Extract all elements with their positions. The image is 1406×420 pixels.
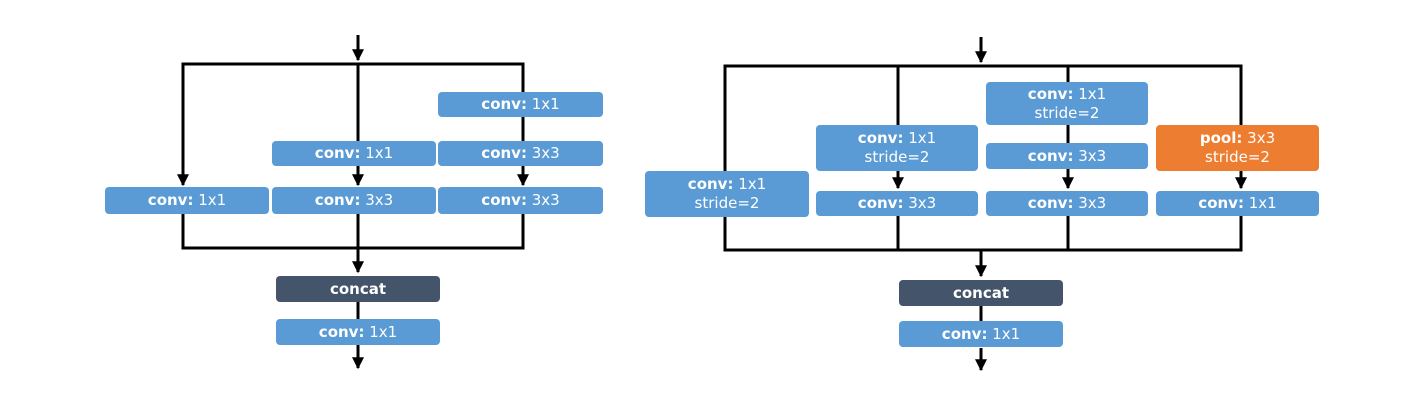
- kernel-label: 1x1: [1078, 84, 1107, 103]
- stride-label: stride=2: [694, 194, 760, 212]
- kernel-label: 3x3: [1078, 194, 1107, 212]
- kernel-label: 3x3: [1247, 129, 1276, 147]
- kernel-label: 1x1: [1248, 194, 1277, 212]
- left-split-line: [181, 62, 525, 80]
- kernel-label: 1x1: [738, 175, 767, 193]
- op-label: conv:: [481, 95, 527, 113]
- concat-label: concat: [952, 283, 1010, 302]
- left-branch3-conv-3x3-a: conv: 3x3: [438, 141, 603, 166]
- right-branch4-conv-1x1: conv: 1x1: [1156, 191, 1319, 216]
- op-label: conv:: [314, 191, 361, 209]
- op-label: conv:: [318, 322, 365, 341]
- op-label: conv:: [1027, 84, 1074, 103]
- kernel-label: 1x1: [369, 322, 398, 341]
- kernel-label: 1x1: [908, 129, 937, 147]
- right-branch3-conv-3x3-a: conv: 3x3: [986, 143, 1148, 169]
- kernel-label: 1x1: [198, 191, 227, 209]
- left-branch1-conv-1x1: conv: 1x1: [105, 187, 269, 214]
- op-label: conv:: [857, 194, 904, 212]
- right-branch1-conv-1x1-stride2: conv: 1x1 stride=2: [645, 171, 809, 217]
- right-merge-line: [723, 200, 1243, 252]
- right-branch2-conv-1x1-stride2: conv: 1x1 stride=2: [816, 125, 978, 171]
- left-merge-line: [181, 200, 525, 250]
- stride-label: stride=2: [1205, 148, 1270, 166]
- op-label: conv:: [941, 324, 988, 343]
- right-concat: concat: [899, 280, 1063, 306]
- op-label: conv:: [314, 144, 361, 162]
- left-concat: concat: [276, 276, 440, 302]
- concat-label: concat: [329, 279, 387, 298]
- right-branch3-conv-1x1-stride2: conv: 1x1 stride=2: [986, 82, 1148, 125]
- op-label: conv:: [1198, 194, 1244, 212]
- kernel-label: 3x3: [531, 144, 560, 162]
- op-label: conv:: [147, 191, 194, 209]
- kernel-label: 3x3: [1078, 146, 1107, 165]
- op-label: conv:: [481, 144, 527, 162]
- kernel-label: 1x1: [365, 144, 394, 162]
- op-label: conv:: [1027, 146, 1074, 165]
- op-label: conv:: [687, 175, 734, 193]
- kernel-label: 3x3: [531, 191, 560, 209]
- right-output-conv-1x1: conv: 1x1: [899, 321, 1063, 347]
- left-branch3-conv-1x1: conv: 1x1: [438, 92, 603, 117]
- kernel-label: 3x3: [908, 194, 937, 212]
- op-label: conv:: [857, 129, 904, 147]
- left-branch2-conv-1x1: conv: 1x1: [272, 141, 436, 166]
- right-branch3-conv-3x3-b: conv: 3x3: [986, 191, 1148, 216]
- left-output-conv-1x1: conv: 1x1: [276, 319, 440, 345]
- kernel-label: 1x1: [531, 95, 560, 113]
- op-label: conv:: [1027, 194, 1074, 212]
- stride-label: stride=2: [864, 148, 930, 166]
- right-branch4-pool-3x3-stride2: pool: 3x3 stride=2: [1156, 125, 1319, 171]
- kernel-label: 1x1: [992, 324, 1021, 343]
- kernel-label: 3x3: [365, 191, 394, 209]
- stride-label: stride=2: [1034, 103, 1100, 122]
- left-branch2-conv-3x3: conv: 3x3: [272, 187, 436, 214]
- op-label: pool:: [1199, 129, 1243, 147]
- left-branch3-conv-3x3-b: conv: 3x3: [438, 187, 603, 214]
- op-label: conv:: [481, 191, 527, 209]
- right-branch2-conv-3x3: conv: 3x3: [816, 191, 978, 216]
